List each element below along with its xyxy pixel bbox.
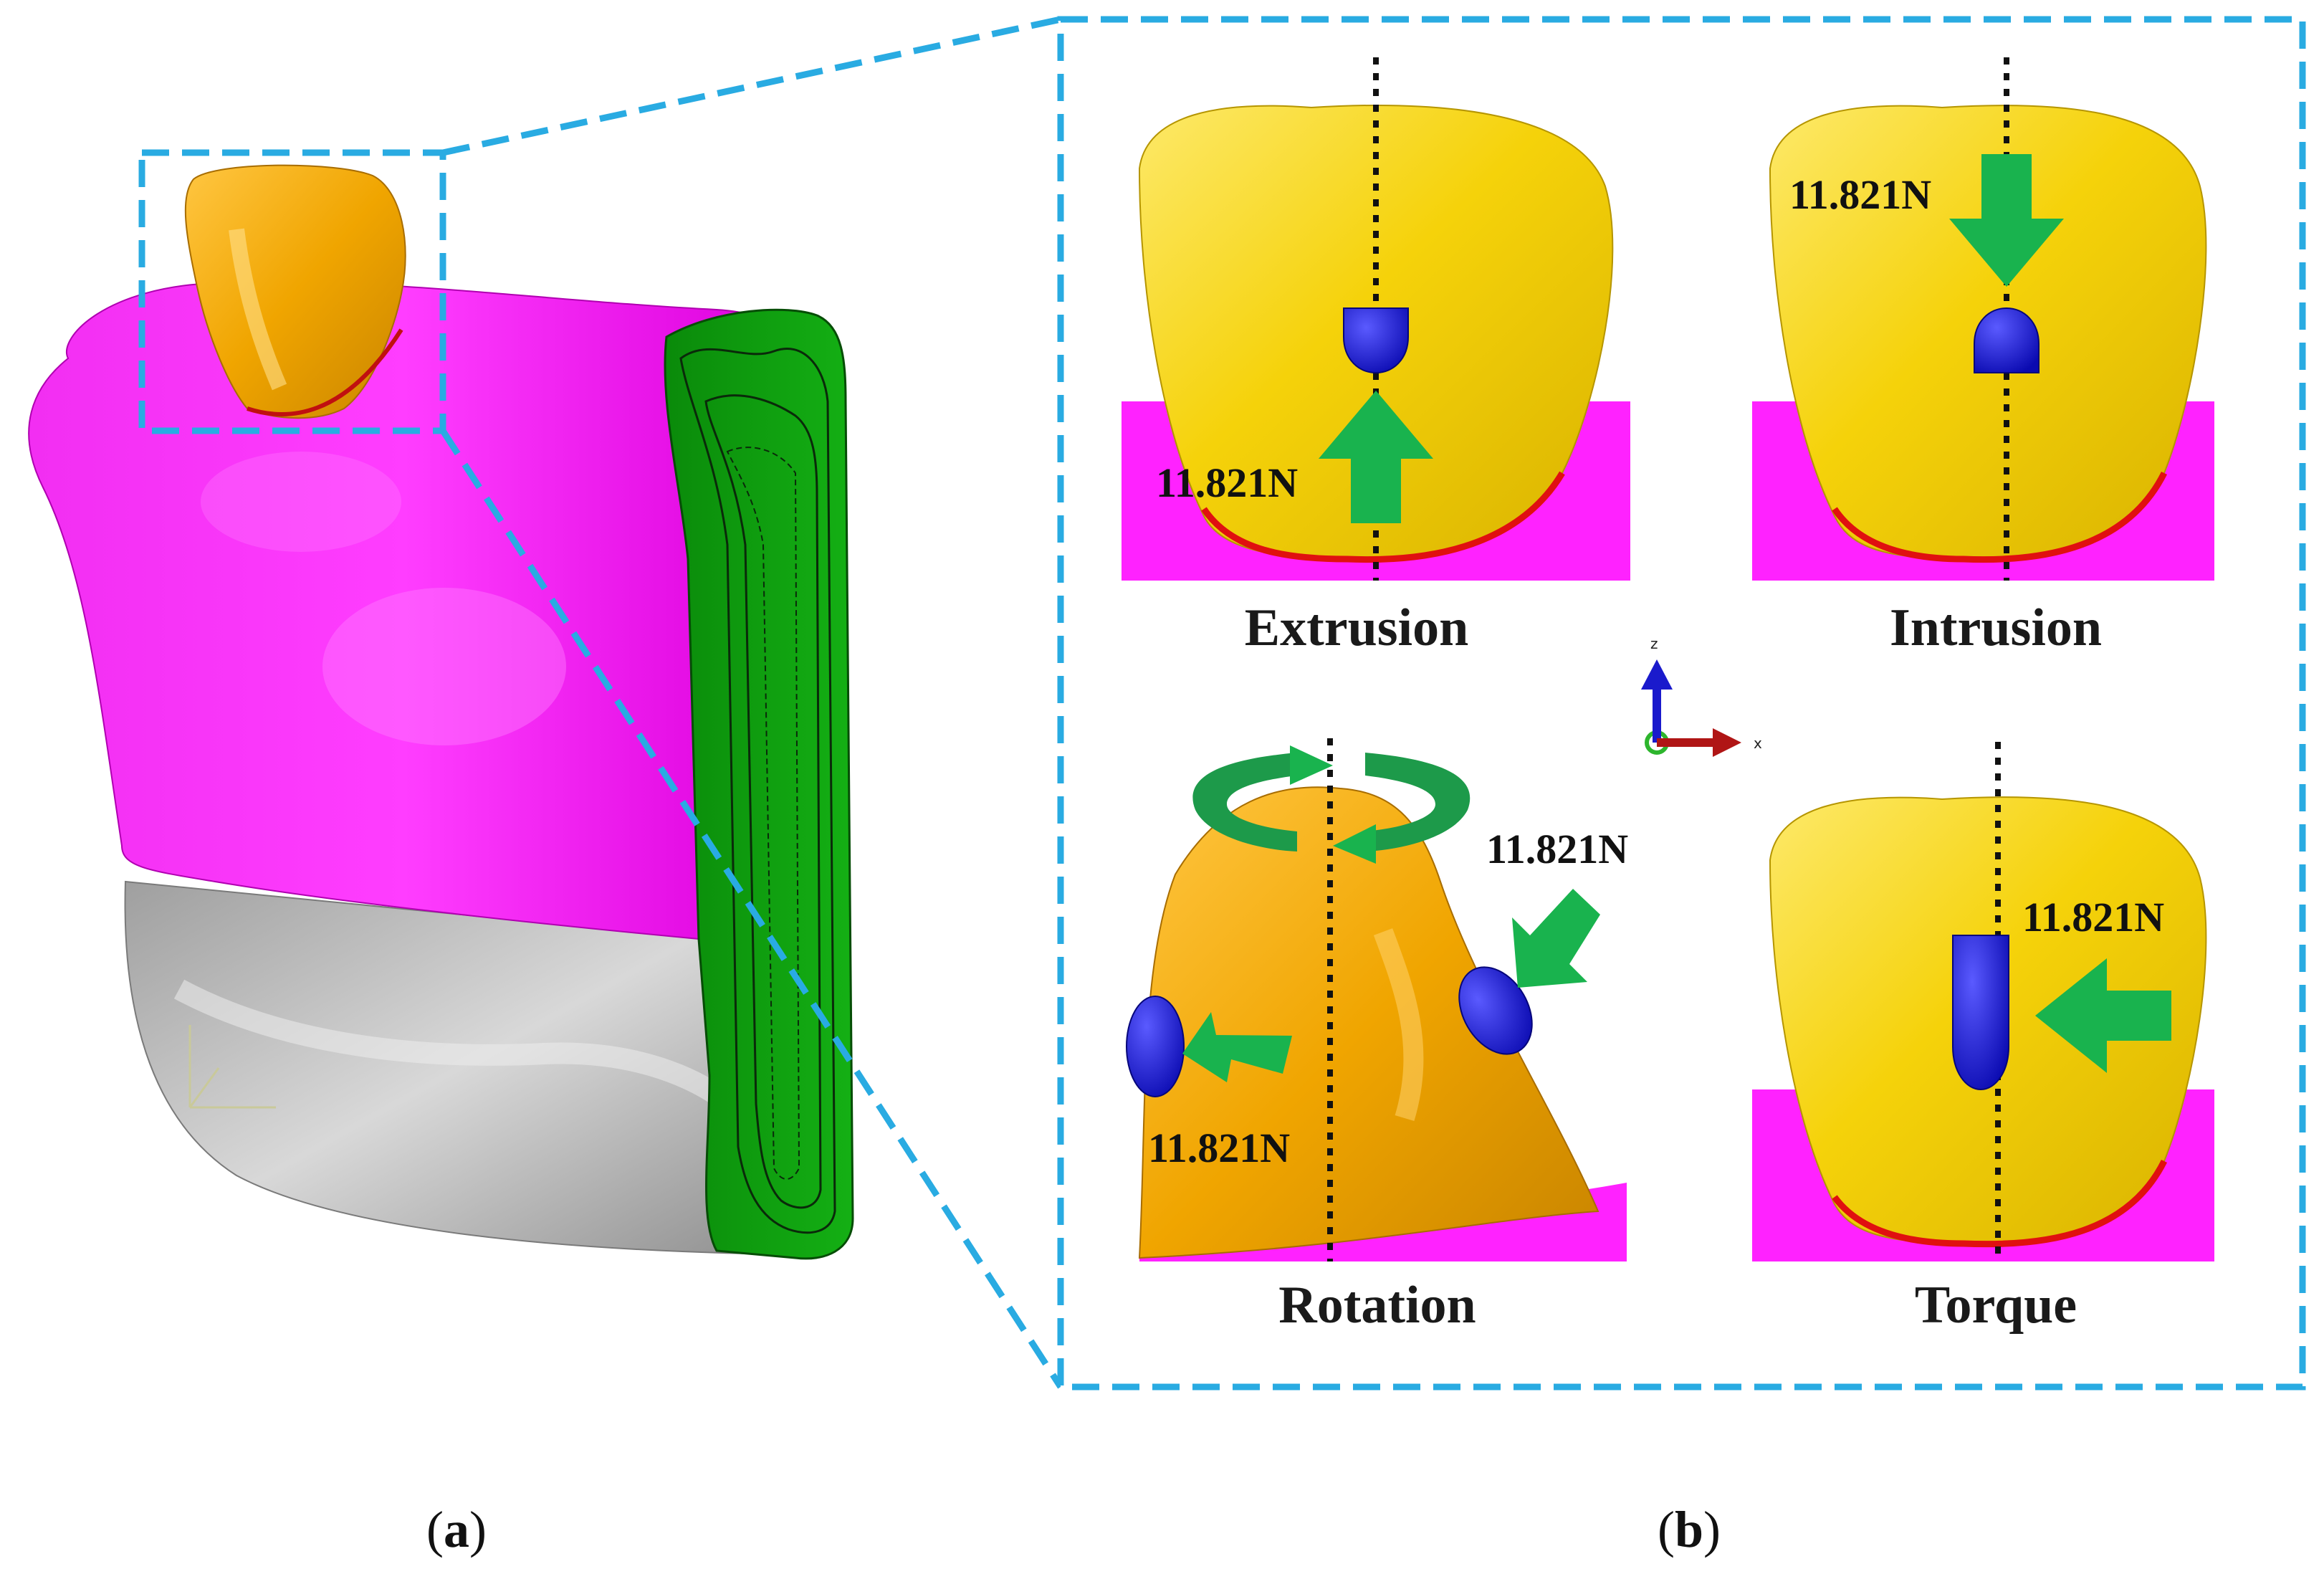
rotation-force-label-left: 11.821N (1148, 1125, 1290, 1171)
rotation-arrow-right-head (1333, 824, 1376, 864)
callout-box-small (138, 149, 446, 434)
axis-triad: z x (1641, 635, 1762, 757)
subpanel-extrusion: 11.821N Extrusion (1122, 57, 1630, 657)
torque-force-arrow (2035, 958, 2171, 1073)
torque-contact (1832, 1159, 2168, 1248)
extrusion-force-arrow (1319, 391, 1433, 523)
bone-shading (173, 979, 753, 1126)
callout-connectors (440, 16, 1063, 1389)
rotation-tooth-highlight (1373, 928, 1424, 1122)
aligner-contour-middle (704, 394, 822, 1209)
extrusion-contact (1201, 471, 1565, 563)
gingiva-highlight (322, 588, 566, 745)
intrusion-force-arrow (1949, 154, 2064, 287)
intrusion-force-label: 11.821N (1789, 171, 1931, 218)
extrusion-force-label: 11.821N (1156, 459, 1298, 506)
rotation-force-arrow-right (1512, 889, 1600, 988)
rotation-force-arrow-left (1182, 1012, 1292, 1082)
intrusion-contact (1832, 471, 2168, 563)
caption-b: (b) (1658, 1501, 1721, 1558)
alveolar-bone (124, 880, 797, 1256)
subpanel-torque: 11.821N Torque (1752, 742, 2214, 1335)
rotation-attachment-right (1458, 966, 1533, 1055)
aligner-contour-outer (679, 348, 836, 1234)
caption-b-letter: b (1675, 1501, 1703, 1558)
aligner-shell (664, 308, 854, 1260)
axis-z-arrow (1641, 659, 1673, 743)
torque-label: Torque (1915, 1276, 2077, 1335)
extrusion-attachment (1343, 307, 1409, 374)
extrusion-label: Extrusion (1245, 598, 1469, 657)
rotation-label: Rotation (1278, 1276, 1476, 1335)
caption-a: (a) (426, 1501, 487, 1558)
rotation-attachment-left (1126, 996, 1185, 1097)
torque-attachment (1952, 935, 2009, 1091)
axis-z-label: z (1650, 635, 1658, 652)
axis-x-label: x (1754, 735, 1762, 752)
rotation-arrow-right (1365, 753, 1471, 852)
rotation-force-label-right: 11.821N (1486, 826, 1628, 872)
torque-force-label: 11.821N (2022, 894, 2164, 940)
caption-a-letter: a (444, 1501, 469, 1558)
axis-triad-faint (188, 1025, 276, 1109)
rotation-arrow-left (1192, 753, 1297, 852)
axis-x-arrow (1657, 728, 1741, 757)
intrusion-attachment (1974, 307, 2040, 373)
subpanel-intrusion: 11.821N Intrusion (1752, 57, 2214, 657)
gingiva-highlight-2 (201, 452, 401, 552)
aligner-contour-inner (726, 447, 800, 1180)
intrusion-label: Intrusion (1890, 598, 2102, 657)
tooth-small-highlight (229, 228, 287, 391)
panel-a-model (28, 149, 854, 1260)
tooth-small (184, 164, 406, 419)
svg-text:(a): (a) (426, 1501, 487, 1558)
svg-text:(b): (b) (1658, 1501, 1721, 1558)
subpanel-rotation: 11.821N 11.821N Rotation (1126, 738, 1628, 1335)
rotation-arrow-left-head (1290, 745, 1333, 785)
tooth-small-contact (247, 328, 403, 416)
